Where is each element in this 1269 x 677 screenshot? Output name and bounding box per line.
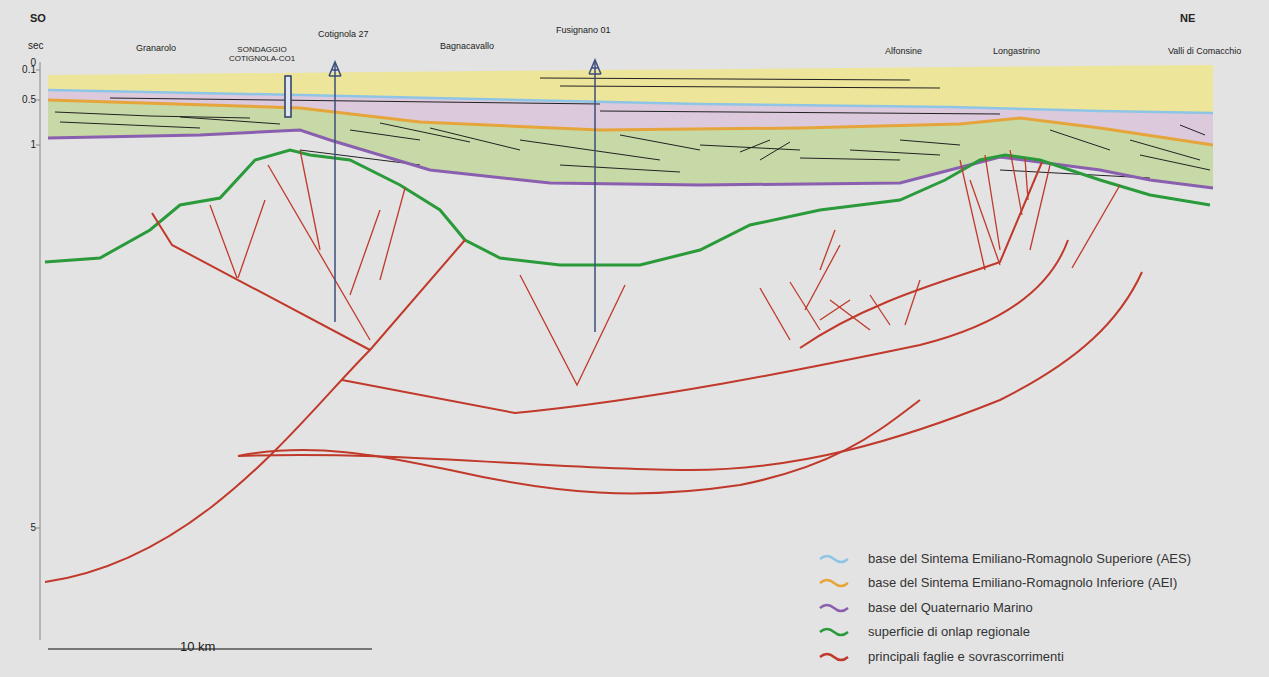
aei-base <box>48 100 1213 145</box>
legend-text: base del Sintema Emiliano-Romagnolo Supe… <box>868 551 1191 566</box>
orientation-label: NE <box>1180 12 1195 24</box>
time-axis <box>40 62 41 640</box>
axis-tick: 5 <box>30 522 36 533</box>
orientation-label: SO <box>30 12 46 24</box>
place-name: Valli di Comacchio <box>1168 47 1241 57</box>
well-name: Cotignola 27 <box>318 30 369 40</box>
wells <box>329 60 601 332</box>
place-name: Alfonsine <box>885 47 922 57</box>
axis-tick: 0.5 <box>22 94 36 105</box>
place-name: Bagnacavallo <box>440 42 494 52</box>
minor-faults <box>210 150 1120 385</box>
legend-text: principali faglie e sovrascorrimenti <box>868 649 1064 664</box>
onlap-surface <box>45 150 1210 265</box>
place-name: Longastrino <box>993 47 1040 57</box>
aes-base <box>48 90 1213 113</box>
borehole <box>285 76 291 117</box>
legend-text: base del Sintema Emiliano-Romagnolo Infe… <box>868 575 1177 590</box>
scale-label: 10 km <box>180 640 215 654</box>
legend-samples <box>820 556 848 660</box>
well-name: Fusignano 01 <box>556 26 611 36</box>
borehole-name: SONDAGGIO COTIGNOLA-CO1 <box>227 46 297 64</box>
axis-tick: 0.1 <box>22 64 36 75</box>
legend-text: base del Quaternario Marino <box>868 600 1033 615</box>
legend-text: superficie di onlap regionale <box>868 624 1030 639</box>
place-name: Granarolo <box>136 44 176 54</box>
axis-tick: 1 <box>30 139 36 150</box>
axis-unit: sec <box>28 40 44 51</box>
faults <box>45 162 1142 582</box>
